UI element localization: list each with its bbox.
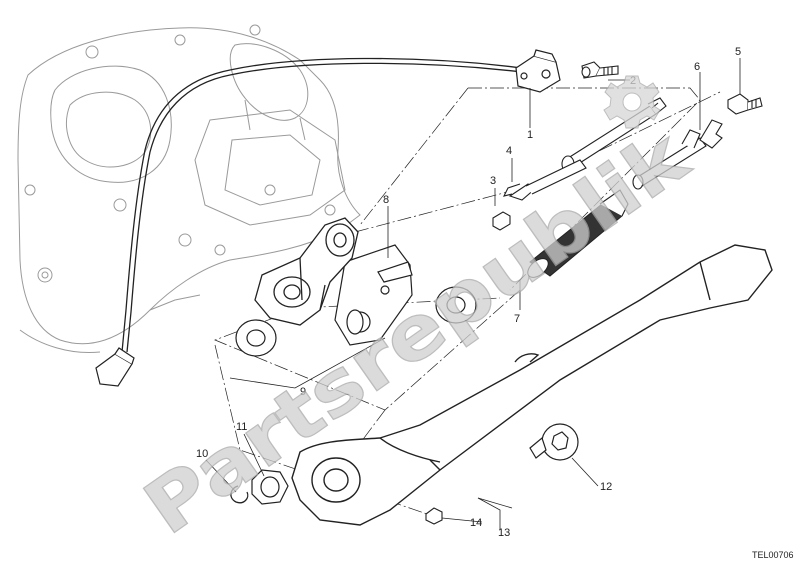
drawing-reference-code: TEL00706 [752,550,794,560]
spring-part-7 [527,189,629,278]
callout-9: 9 [300,386,306,398]
callout-labels: 1 2 3 4 5 6 7 8 9 10 11 12 13 14 [196,46,741,539]
callout-11: 11 [236,421,247,433]
washer-part-9-middle [346,309,364,335]
sidestand-bracket [254,217,359,326]
sidestand-sensor-switch [515,49,561,93]
callout-13: 13 [498,527,510,539]
callout-1: 1 [527,129,533,141]
nut-part-3 [492,211,511,231]
bushing-part-11 [251,469,289,505]
washer-part-9-left [235,319,277,357]
callout-5: 5 [735,46,741,58]
callout-10: 10 [196,448,208,460]
callout-4: 4 [506,145,512,157]
wrench-part-4 [502,159,587,201]
leader-lines [205,58,741,530]
callout-12: 12 [600,481,612,493]
sensor-plug-connector [95,347,135,387]
sidestand-sensor-cable [121,57,523,353]
callout-8: 8 [383,194,389,206]
gear-icon [603,75,661,129]
nut-part-14 [425,507,443,525]
engine-casing-outline [17,24,361,354]
pivot-bolt-part-12 [529,423,579,461]
callout-7: 7 [514,313,520,325]
bolt-part-5 [727,93,763,115]
callout-6: 6 [694,61,700,73]
pin-part-6 [632,119,723,190]
sidestand-leg [291,244,773,526]
callout-14: 14 [470,517,482,529]
screw-part-2 [581,61,619,79]
callout-3: 3 [490,175,496,187]
circlip-part-10 [230,485,249,504]
washer-part-9-right [435,286,477,324]
